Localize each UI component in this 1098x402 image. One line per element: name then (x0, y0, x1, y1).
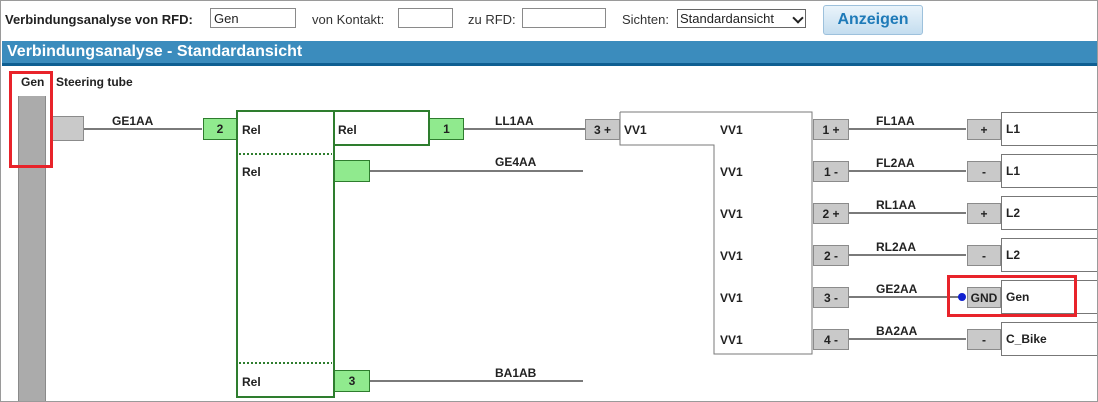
wire-label-rl2aa: RL2AA (876, 240, 917, 254)
contact-input[interactable] (398, 8, 453, 28)
rfd-label: Verbindungsanalyse von RFD: (5, 12, 193, 27)
connector-label: VV1 (720, 165, 743, 179)
connector-pin[interactable]: 2 + (813, 203, 849, 224)
target-device[interactable]: Gen (1001, 280, 1097, 314)
wire-label-ba1ab: BA1AB (495, 366, 537, 380)
to-rfd-label: zu RFD: (468, 12, 516, 27)
to-rfd-input[interactable] (522, 8, 606, 28)
connector-frame (619, 111, 813, 355)
target-pin[interactable]: - (967, 161, 1001, 182)
target-device[interactable]: L2 (1001, 238, 1097, 272)
rfd-input[interactable] (210, 8, 296, 28)
connector-label: VV1 (720, 333, 743, 347)
connector-label: VV1 (720, 249, 743, 263)
relay-pin[interactable]: 3 (334, 370, 370, 392)
contact-label: von Kontakt: (312, 12, 385, 27)
wire-label-fl1aa: FL1AA (876, 114, 915, 128)
wire-label-ge4aa: GE4AA (495, 155, 537, 169)
target-pin[interactable]: - (967, 245, 1001, 266)
target-pin[interactable]: + (967, 203, 1001, 224)
connector-label: VV1 (720, 291, 743, 305)
view-select[interactable]: Standardansicht (677, 9, 806, 28)
connector-pin[interactable]: 2 - (813, 245, 849, 266)
target-device[interactable]: L2 (1001, 196, 1097, 230)
relay-pin[interactable]: 1 (429, 118, 464, 140)
view-select-value: Standardansicht (680, 11, 774, 26)
relay-label: Rel (338, 123, 357, 137)
source-connector[interactable] (50, 116, 84, 141)
connector-label: VV1 (720, 207, 743, 221)
show-button[interactable]: Anzeigen (823, 5, 923, 35)
relay-pin[interactable] (334, 160, 370, 182)
wire-label-fl2aa: FL2AA (876, 156, 915, 170)
connector-label: VV1 (624, 123, 647, 137)
target-pin[interactable]: - (967, 329, 1001, 350)
view-label: Sichten: (622, 12, 669, 27)
relay-label: Rel (242, 123, 261, 137)
target-pin[interactable]: + (967, 119, 1001, 140)
wire-label-ge2aa: GE2AA (876, 282, 918, 296)
page-title: Verbindungsanalyse - Standardansicht (2, 41, 1097, 66)
connector-pin[interactable]: 1 - (813, 161, 849, 182)
source-description: Steering tube (56, 75, 133, 89)
ground-dot-icon (958, 293, 966, 301)
wire-label-ge1aa: GE1AA (112, 114, 154, 128)
target-device[interactable]: C_Bike (1001, 322, 1097, 356)
source-name: Gen (21, 75, 45, 89)
source-device-bar (18, 96, 46, 401)
target-pin-gnd[interactable]: GND (967, 287, 1001, 308)
wire-label-ba2aa: BA2AA (876, 324, 918, 338)
connector-pin[interactable]: 1 + (813, 119, 849, 140)
target-device[interactable]: L1 (1001, 112, 1097, 146)
relay-outline (236, 110, 335, 398)
wire-label-ll1aa: LL1AA (495, 114, 534, 128)
wire-label-rl1aa: RL1AA (876, 198, 917, 212)
connector-label: VV1 (720, 123, 743, 137)
connector-pin[interactable]: 3 - (813, 287, 849, 308)
connector-pin[interactable]: 3 + (585, 119, 620, 140)
connector-pin[interactable]: 4 - (813, 329, 849, 350)
relay-label: Rel (242, 375, 261, 389)
relay-pin[interactable]: 2 (203, 118, 237, 140)
relay-label: Rel (242, 165, 261, 179)
target-device[interactable]: L1 (1001, 154, 1097, 188)
